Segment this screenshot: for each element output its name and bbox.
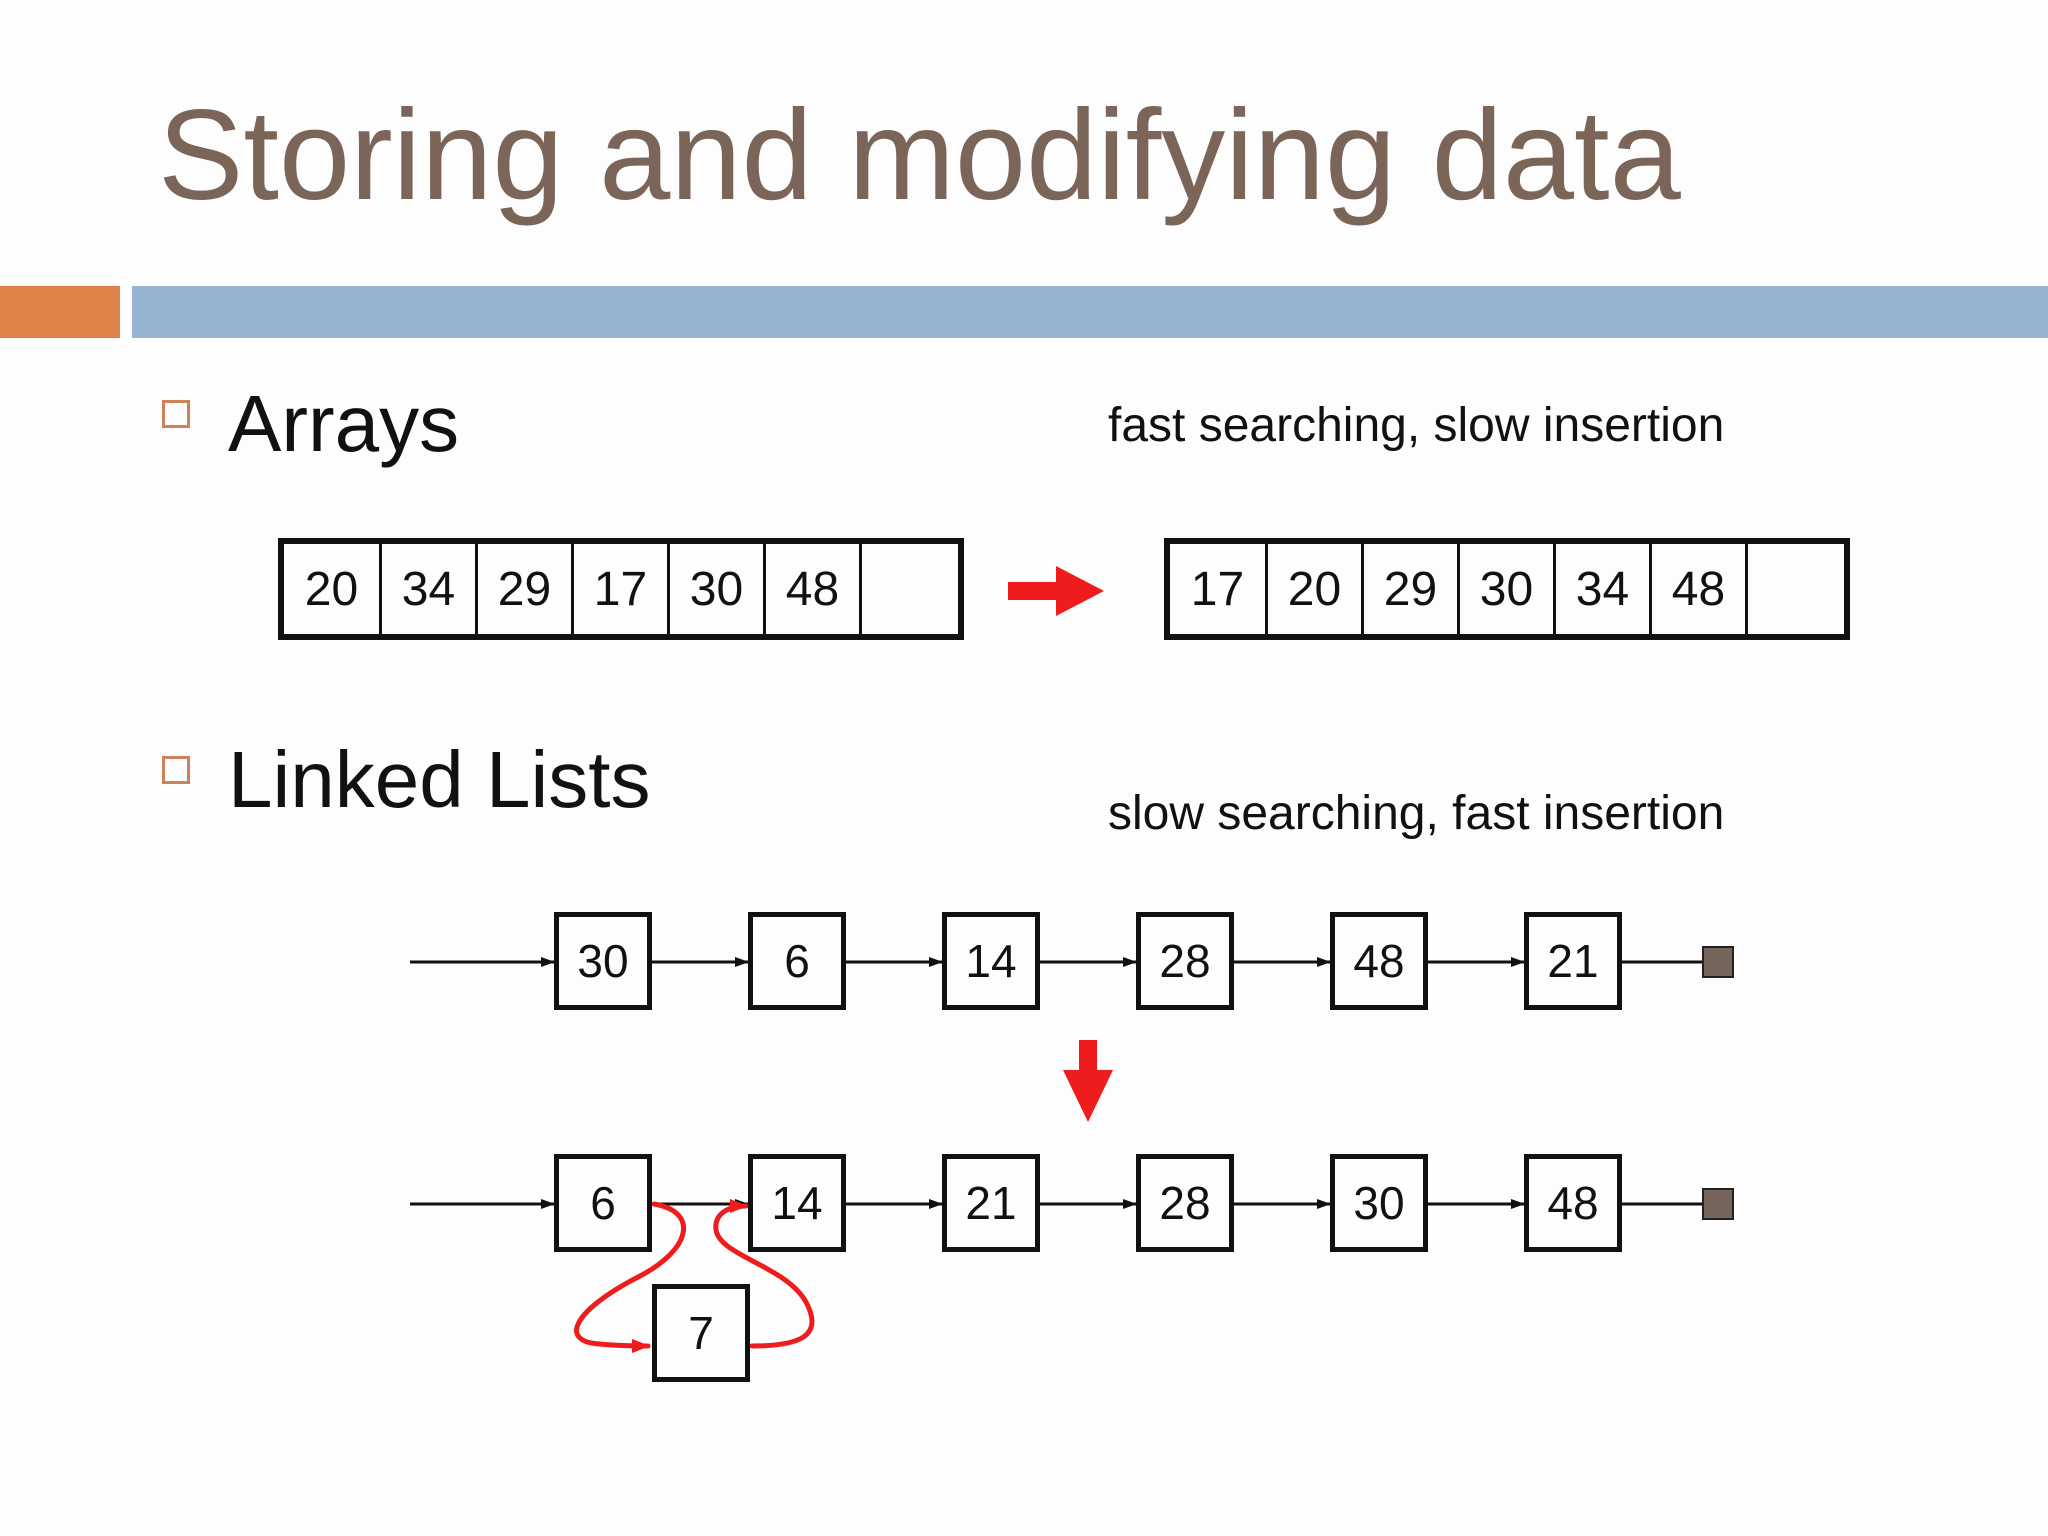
title-divider-bar: [132, 286, 2048, 338]
null-terminator-icon: [1702, 1188, 1734, 1220]
array-cell: 17: [1170, 544, 1268, 634]
array-cell: 34: [382, 544, 478, 634]
list-node: 14: [942, 912, 1040, 1010]
array-after: 17 20 29 30 34 48: [1164, 538, 1850, 640]
list-node: 6: [748, 912, 846, 1010]
list-node: 21: [942, 1154, 1040, 1252]
list-node: 6: [554, 1154, 652, 1252]
linked-lists-heading: Linked Lists: [228, 735, 651, 824]
title-accent-bar: [0, 286, 120, 338]
list-node: 30: [554, 912, 652, 1010]
list-node: 30: [1330, 1154, 1428, 1252]
array-before: 20 34 29 17 30 48: [278, 538, 964, 640]
null-terminator-icon: [1702, 946, 1734, 978]
slide-title: Storing and modifying data: [158, 84, 1681, 227]
array-cell: 30: [1460, 544, 1556, 634]
array-cell: 30: [670, 544, 766, 634]
array-cell: 17: [574, 544, 670, 634]
arrays-heading: Arrays: [228, 379, 460, 468]
list-node: 28: [1136, 1154, 1234, 1252]
array-cell: 20: [1268, 544, 1364, 634]
bullet-square-icon: [162, 400, 190, 428]
list-node: 48: [1524, 1154, 1622, 1252]
array-cell: 48: [766, 544, 862, 634]
down-arrow-icon: [1063, 1040, 1113, 1122]
insert-link-curve-in: [574, 1201, 686, 1353]
array-cell: 34: [1556, 544, 1652, 634]
list-node: 48: [1330, 912, 1428, 1010]
list-node: 28: [1136, 912, 1234, 1010]
list-node: 14: [748, 1154, 846, 1252]
array-cell: 29: [478, 544, 574, 634]
insert-link-curve-out: [713, 1199, 815, 1349]
array-cell: 20: [284, 544, 382, 634]
right-arrow-icon: [1008, 566, 1104, 616]
bullet-square-icon: [162, 756, 190, 784]
array-cell: 29: [1364, 544, 1460, 634]
array-cell: 48: [1652, 544, 1748, 634]
linked-lists-note: slow searching, fast insertion: [1108, 787, 1725, 840]
list-node: 21: [1524, 912, 1622, 1010]
inserted-list-node: 7: [652, 1284, 750, 1382]
arrays-note: fast searching, slow insertion: [1108, 399, 1725, 452]
